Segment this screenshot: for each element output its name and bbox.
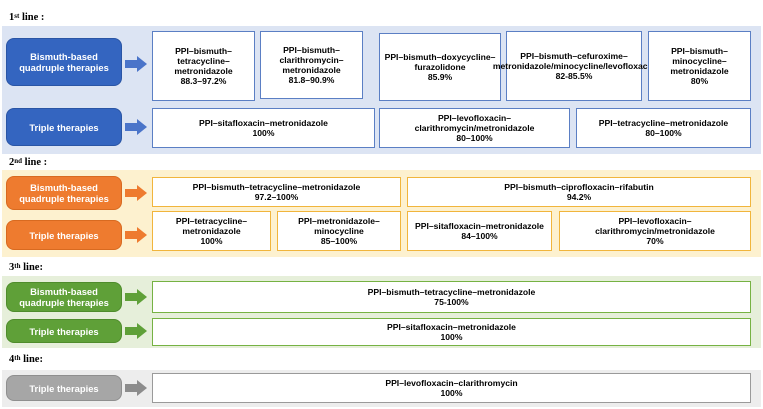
eradication-rate: 100% (252, 128, 275, 138)
line3-triple-label: Triple therapies (6, 319, 122, 343)
eradication-rate: 88.3–97.2% (180, 76, 227, 86)
line1-triple-arrow-icon (125, 119, 147, 135)
line1-bismuth-arrow-icon (125, 56, 147, 72)
regimen-name: PPI–sitafloxacin–metronidazole (415, 221, 544, 231)
line3-title: 3th line: (9, 262, 43, 274)
line2-number: 2 (9, 157, 15, 168)
eradication-rate: 85.9% (427, 72, 453, 82)
line1-triple-regimen-1: PPI–sitafloxacin–metronidazole 100% (152, 108, 375, 148)
eradication-rate: 100% (440, 388, 463, 398)
line1-bismuth-regimen-4: PPI–bismuth–cefuroxime–metronidazole/min… (493, 31, 655, 101)
line1-bismuth-label: Bismuth-based quadruple therapies (6, 38, 122, 86)
line2-triple-regimen-2: PPI–metronidazole–minocycline 85–100% (277, 211, 401, 251)
line2-triple-arrow-icon (125, 227, 147, 243)
line1-bismuth-regimen-5: PPI–bismuth–minocycline–metronidazole 80… (648, 31, 751, 101)
regimen-name: PPI–bismuth–cefuroxime–metronidazole/min… (492, 51, 656, 71)
line1-ordinal: st (14, 12, 20, 20)
eradication-rate: 84–100% (461, 231, 498, 241)
line3-triple-arrow-icon (125, 323, 147, 339)
line1-bismuth-regimen-3: PPI–bismuth–doxycycline–furazolidone 85.… (379, 33, 501, 101)
line2-triple-regimen-1: PPI–tetracycline–metronidazole 100% (152, 211, 271, 251)
line2-triple-regimen-3: PPI–sitafloxacin–metronidazole 84–100% (407, 211, 552, 251)
line3-suffix: line: (20, 262, 43, 273)
line4-triple-label: Triple therapies (6, 375, 122, 401)
regimen-name: PPI–levofloxacin–clarithromycin/metronid… (595, 216, 715, 236)
eradication-rate: 94.2% (566, 192, 592, 202)
line3-ordinal: th (14, 262, 21, 270)
line2-ordinal: nd (14, 157, 23, 165)
eradication-rate: 85–100% (320, 236, 358, 246)
eradication-rate: 80–100% (456, 133, 493, 143)
line2-bismuth-regimen-2: PPI–bismuth–ciprofloxacin–rifabutin 94.2… (407, 177, 751, 207)
regimen-name: PPI–bismuth–tetracycline–metronidazole (367, 287, 536, 297)
line3-triple-regimen-1: PPI–sitafloxacin–metronidazole 100% (152, 318, 751, 346)
line1-bismuth-regimen-1: PPI–bismuth–tetracycline–metronidazole 8… (152, 31, 255, 101)
line2-title: 2nd line : (9, 157, 47, 169)
regimen-name: PPI–tetracycline–metronidazole (175, 216, 248, 236)
regimen-name: PPI–sitafloxacin–metronidazole (387, 322, 516, 332)
regimen-name: PPI–bismuth–ciprofloxacin–rifabutin (504, 182, 654, 192)
regimen-name: PPI–bismuth–minocycline–metronidazole (670, 46, 729, 76)
regimen-name: PPI–bismuth–doxycycline–furazolidone (384, 52, 496, 72)
line2-bismuth-regimen-1: PPI–bismuth–tetracycline–metronidazole 9… (152, 177, 401, 207)
line4-title: 4th line: (9, 354, 43, 366)
line1-title: 1st line : (9, 12, 44, 24)
line1-suffix: line : (19, 12, 45, 23)
line4-triple-arrow-icon (125, 380, 147, 396)
regimen-name: PPI–tetracycline–metronidazole (598, 118, 729, 128)
regimen-name: PPI–bismuth–tetracycline–metronidazole (174, 46, 233, 76)
line3-bismuth-arrow-icon (125, 289, 147, 305)
line1-triple-label: Triple therapies (6, 108, 122, 146)
eradication-rate: 97.2–100% (254, 192, 299, 202)
eradication-rate: 75-100% (434, 297, 469, 307)
line2-suffix: line : (22, 157, 48, 168)
eradication-rate: 80–100% (645, 128, 682, 138)
eradication-rate: 82-85.5% (555, 71, 593, 81)
eradication-rate: 81.8–90.9% (288, 75, 335, 85)
line4-ordinal: th (14, 354, 21, 362)
regimen-name: PPI–sitafloxacin–metronidazole (199, 118, 328, 128)
line2-triple-label: Triple therapies (6, 220, 122, 250)
line4-suffix: line: (20, 354, 43, 365)
eradication-rate: 70% (646, 236, 664, 246)
line2-bismuth-arrow-icon (125, 185, 147, 201)
line3-bismuth-label: Bismuth-based quadruple therapies (6, 282, 122, 312)
regimen-name: PPI–metronidazole–minocycline (298, 216, 380, 236)
line4-number: 4 (9, 354, 15, 365)
regimen-name: PPI–levofloxacin–clarithromycin/metronid… (414, 113, 535, 133)
line4-triple-regimen-1: PPI–levofloxacin–clarithromycin 100% (152, 373, 751, 403)
line3-bismuth-regimen-1: PPI–bismuth–tetracycline–metronidazole 7… (152, 281, 751, 313)
eradication-rate: 80% (690, 76, 709, 86)
regimen-name: PPI–bismuth–tetracycline–metronidazole (192, 182, 361, 192)
eradication-rate: 100% (440, 332, 463, 342)
regimen-name: PPI–bismuth–clarithromycin–metronidazole (279, 45, 344, 75)
regimen-name: PPI–levofloxacin–clarithromycin (385, 378, 518, 388)
line3-number: 3 (9, 262, 15, 273)
line2-triple-regimen-4: PPI–levofloxacin–clarithromycin/metronid… (559, 211, 751, 251)
line1-triple-regimen-3: PPI–tetracycline–metronidazole 80–100% (576, 108, 751, 148)
line1-number: 1 (9, 12, 15, 23)
line1-triple-regimen-2: PPI–levofloxacin–clarithromycin/metronid… (379, 108, 570, 148)
line2-bismuth-label: Bismuth-based quadruple therapies (6, 176, 122, 210)
eradication-rate: 100% (200, 236, 223, 246)
line1-bismuth-regimen-2: PPI–bismuth–clarithromycin–metronidazole… (260, 31, 363, 99)
